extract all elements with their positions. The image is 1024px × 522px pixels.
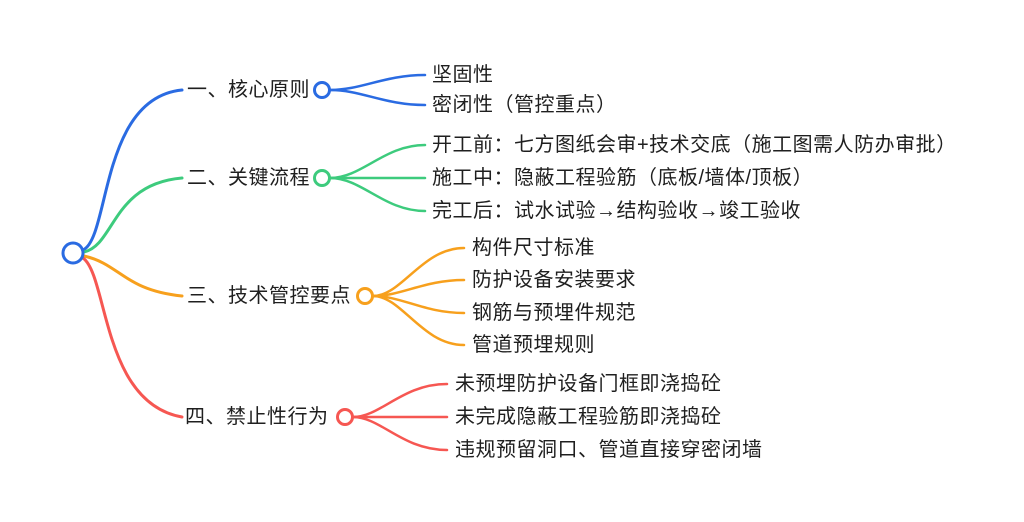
branch-4-collapse-toggle[interactable] xyxy=(336,408,354,426)
edge-branch1-leaf2 xyxy=(328,88,427,107)
branch-2-leaf-2[interactable]: 施工中：隐蔽工程验筋（底板/墙体/顶板） xyxy=(432,167,814,189)
edge-branch2-leaf3 xyxy=(328,176,427,213)
edge-branch3-leaf2 xyxy=(371,278,466,298)
edge-root-to-branch-2 xyxy=(82,176,184,254)
branch-4-leaf-2[interactable]: 未完成隐蔽工程验筋即浇捣砼 xyxy=(455,406,722,428)
branch-1-collapse-toggle[interactable] xyxy=(313,81,331,99)
branch-3-collapse-toggle[interactable] xyxy=(356,287,374,305)
branch-2-leaf-1[interactable]: 开工前：七方图纸会审+技术交底（施工图需人防办审批） xyxy=(432,134,957,156)
edge-root-to-branch-3 xyxy=(82,254,184,298)
edge-branch2-leaf1 xyxy=(328,143,427,180)
branch-3-leaf-2[interactable]: 防护设备安装要求 xyxy=(472,269,636,291)
branch-1-leaf-1[interactable]: 坚固性 xyxy=(432,64,494,86)
branch-3-leaf-3[interactable]: 钢筋与预埋件规范 xyxy=(472,302,636,324)
edge-branch1-leaf1 xyxy=(328,73,427,92)
edge-root-to-branch-4 xyxy=(81,256,184,419)
edge-branch4-leaf3 xyxy=(351,415,449,452)
branch-2-leaf-3[interactable]: 完工后：试水试验→结构验收→竣工验收 xyxy=(432,200,801,222)
branch-2-label[interactable]: 二、关键流程 xyxy=(187,167,310,189)
edge-branch3-leaf4 xyxy=(371,294,466,347)
branch-4-leaf-1[interactable]: 未预埋防护设备门框即浇捣砼 xyxy=(455,373,722,395)
branch-4-leaf-3[interactable]: 违规预留洞口、管道直接穿密闭墙 xyxy=(455,439,763,461)
branch-2-collapse-toggle[interactable] xyxy=(313,169,331,187)
root-node-circle[interactable] xyxy=(61,241,85,265)
branch-3-leaf-1[interactable]: 构件尺寸标准 xyxy=(472,237,595,259)
branch-1-leaf-2[interactable]: 密闭性（管控重点） xyxy=(432,94,617,116)
branch-3-label[interactable]: 三、技术管控要点 xyxy=(187,285,351,307)
edge-branch4-leaf1 xyxy=(351,382,449,419)
branch-1-label[interactable]: 一、核心原则 xyxy=(187,79,310,101)
branch-4-label[interactable]: 四、禁止性行为 xyxy=(185,406,329,428)
edge-root-to-branch-1 xyxy=(81,88,184,252)
branch-3-leaf-4[interactable]: 管道预埋规则 xyxy=(472,334,595,356)
edge-branch3-leaf1 xyxy=(371,246,466,298)
